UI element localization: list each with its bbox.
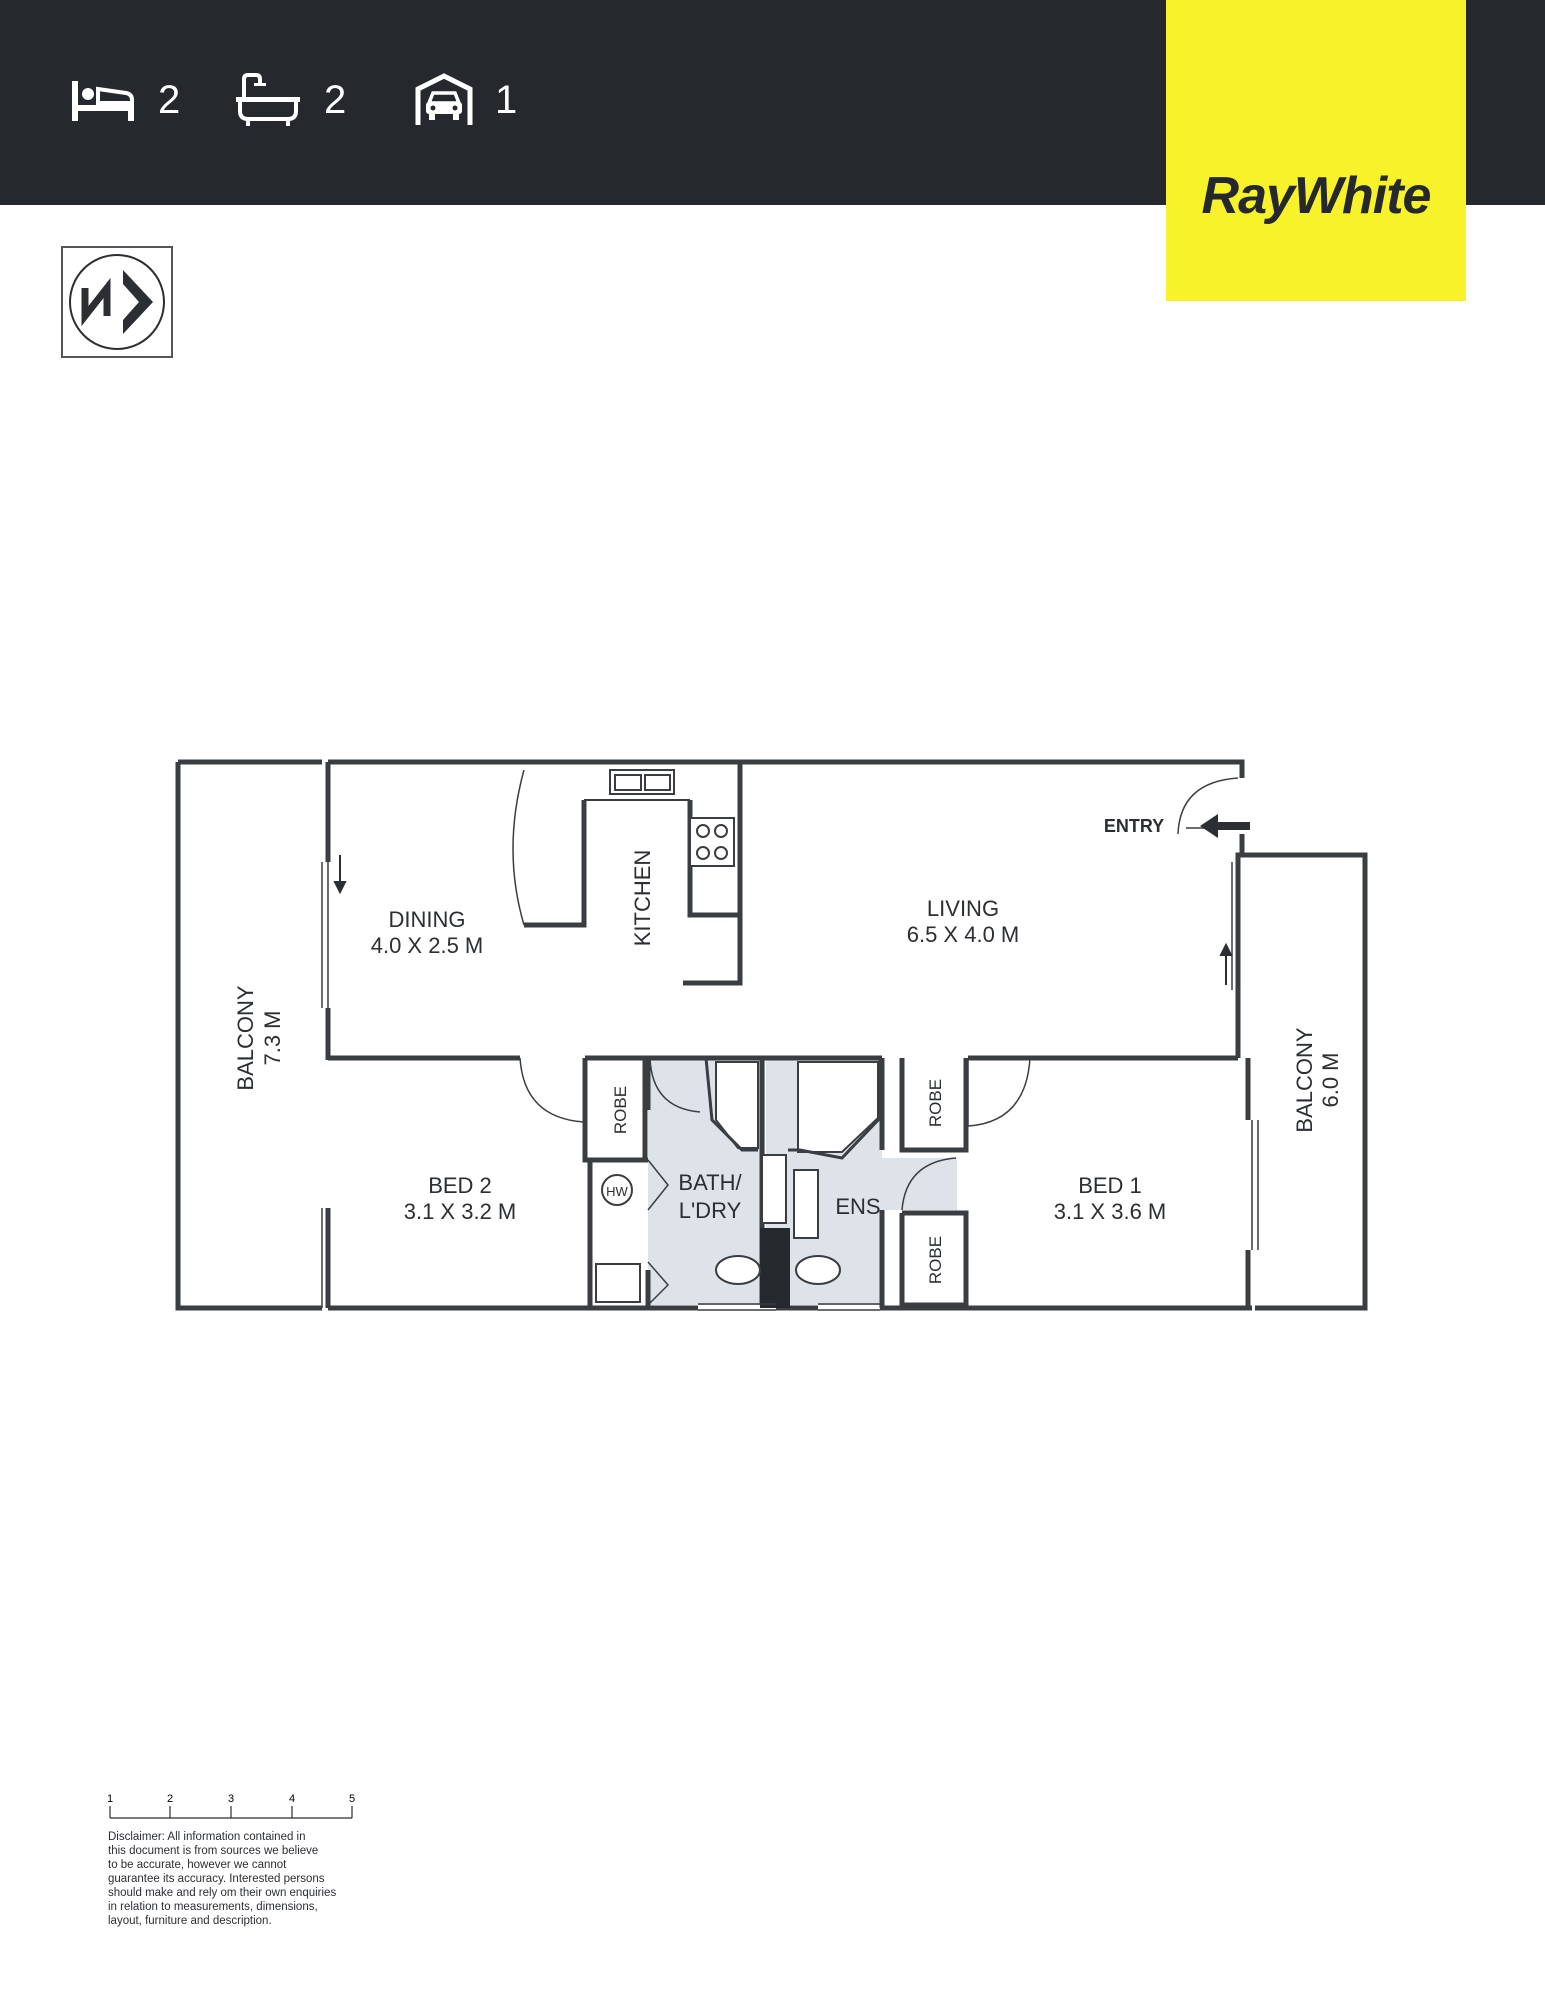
entry-arrow-icon <box>1200 814 1250 838</box>
room-labels: DINING 4.0 X 2.5 M KITCHEN LIVING 6.5 X … <box>233 816 1343 1284</box>
slider-arrows <box>333 855 1233 985</box>
windows <box>321 862 1259 1311</box>
fixtures <box>595 769 879 1303</box>
disclaimer-line: this document is from sources we believe <box>108 1845 319 1857</box>
living-label: LIVING <box>927 896 999 921</box>
disclaimer-line: should make and rely om their own enquir… <box>108 1887 337 1899</box>
hot-water-label: HW <box>606 1184 628 1199</box>
disclaimer-line: Disclaimer: All information contained in <box>108 1831 306 1843</box>
brand-logo: RayWhite <box>1166 0 1466 301</box>
bath-icon <box>236 73 300 126</box>
bed2-size: 3.1 X 3.2 M <box>404 1199 517 1224</box>
toilet-icon <box>795 1255 841 1285</box>
toilet-icon <box>715 1255 761 1285</box>
vanity-icon <box>761 1154 787 1224</box>
living-size: 6.5 X 4.0 M <box>907 922 1020 947</box>
bed1-size: 3.1 X 3.6 M <box>1054 1199 1167 1224</box>
vanity-icon <box>793 1169 819 1239</box>
parking-count: 1 <box>495 77 518 122</box>
scale-tick-label: 2 <box>167 1793 173 1805</box>
bathrooms-count: 2 <box>324 77 347 122</box>
disclaimer-line: to be accurate, however we cannot <box>108 1859 287 1871</box>
dining-size: 4.0 X 2.5 M <box>371 933 484 958</box>
shower-bath-icon <box>715 1061 759 1149</box>
shower-ens-icon <box>797 1061 879 1153</box>
scale-tick-label: 4 <box>289 1793 295 1805</box>
disclaimer-line: guarantee its accuracy. Interested perso… <box>108 1873 325 1885</box>
garage-icon <box>415 73 473 125</box>
robe-label-bed2: ROBE <box>611 1086 630 1134</box>
bedrooms-count: 2 <box>158 77 181 122</box>
bed1-label: BED 1 <box>1078 1173 1142 1198</box>
scale-tick-label: 1 <box>108 1793 113 1805</box>
dining-label: DINING <box>389 907 466 932</box>
scale-tick-label: 3 <box>228 1793 234 1805</box>
balcony-right-size: 6.0 M <box>1318 1052 1343 1107</box>
robe-label-bed1-bottom: ROBE <box>926 1236 945 1284</box>
scale-tick-label: 5 <box>349 1793 355 1805</box>
laundry-tub-icon <box>595 1263 641 1303</box>
balcony-left-size: 7.3 M <box>260 1010 285 1065</box>
partition-wall <box>760 1228 790 1308</box>
north-arrow-icon <box>69 254 165 350</box>
entry-label: ENTRY <box>1104 816 1164 836</box>
disclaimer-line: layout, furniture and description. <box>108 1915 272 1927</box>
laundry-label: L'DRY <box>679 1198 742 1223</box>
bed-icon <box>72 81 134 121</box>
balcony-left-label: BALCONY <box>233 985 258 1090</box>
brand-name: RayWhite <box>1201 166 1432 225</box>
disclaimer-line: in relation to measurements, dimensions, <box>108 1901 318 1913</box>
compass <box>61 246 173 358</box>
disclaimer: Disclaimer: All information contained in… <box>108 1830 356 1928</box>
hot-water-icon <box>601 1174 633 1206</box>
bedrooms-stat: 2 <box>70 70 180 130</box>
robe-label-bed1-top: ROBE <box>926 1079 945 1127</box>
scale-bar: 1 2 3 4 5 <box>108 1793 355 1819</box>
kitchen-label: KITCHEN <box>630 850 655 947</box>
parking-stat: 1 <box>415 70 517 130</box>
bed2-label: BED 2 <box>428 1173 492 1198</box>
bath-label: BATH/ <box>678 1170 742 1195</box>
cooktop-icon <box>689 817 735 867</box>
ensuite-label: ENS <box>835 1194 880 1219</box>
bathrooms-stat: 2 <box>234 70 346 130</box>
balcony-right-label: BALCONY <box>1292 1027 1317 1132</box>
